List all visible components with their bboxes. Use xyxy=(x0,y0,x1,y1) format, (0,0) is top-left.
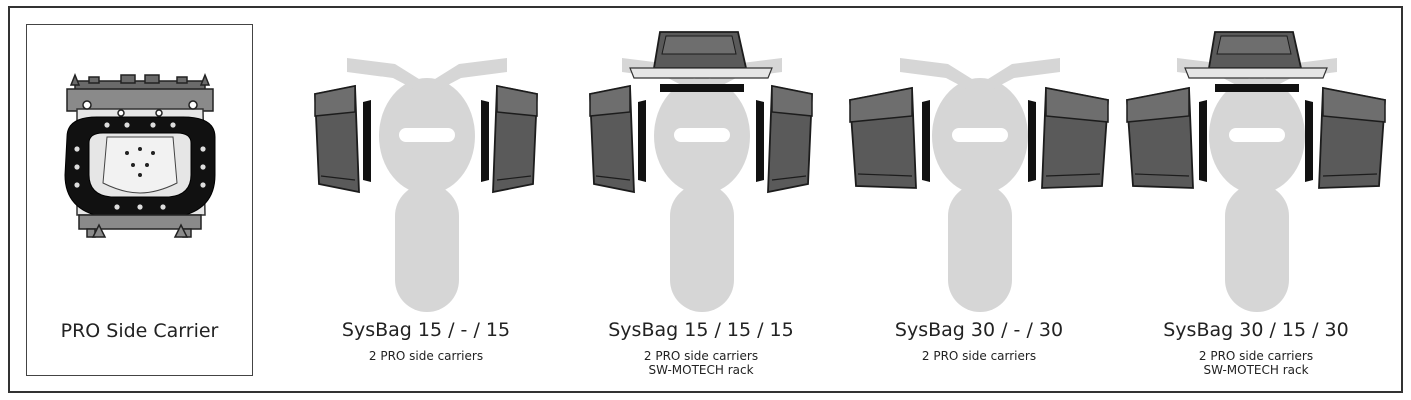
motorcycle-silhouette xyxy=(1177,58,1337,312)
motorcycle-illustration xyxy=(314,58,538,312)
carrier-label: PRO Side Carrier xyxy=(60,320,219,342)
carrier-plate-right xyxy=(756,100,764,182)
carrier-lower-mount xyxy=(78,214,202,238)
config-title: SysBag 15 / - / 15 xyxy=(341,319,511,341)
config-sysbag-15-15-15: SysBag 15 / 15 / 15 2 PRO side carriers … xyxy=(562,24,840,377)
carrier-plate-right xyxy=(1305,100,1313,182)
carrier-plate-left xyxy=(922,100,930,182)
carrier-plate-right xyxy=(481,100,489,182)
carrier-plate-left xyxy=(638,100,646,182)
carrier-frame-ring xyxy=(64,116,216,218)
config-line: SW-MOTECH rack xyxy=(648,363,754,377)
carrier-panel: PRO Side Carrier xyxy=(26,24,253,376)
carrier-plate-left xyxy=(1199,100,1207,182)
config-description: 2 PRO side carriers SW-MOTECH rack xyxy=(1117,349,1395,377)
config-description: 2 PRO side carriers SW-MOTECH rack xyxy=(562,349,840,377)
sysbag-15-top xyxy=(629,31,773,79)
sysbag-15-right xyxy=(492,84,538,194)
motorcycle-illustration xyxy=(849,58,1109,312)
sysbag-30-right xyxy=(1318,86,1386,189)
motorcycle-silhouette xyxy=(900,58,1060,312)
sysbag-30-left xyxy=(849,86,917,189)
config-line: 2 PRO side carriers xyxy=(368,349,484,363)
sysbag-15-top xyxy=(1184,31,1328,79)
sysbag-15-right xyxy=(767,84,813,194)
config-description: 2 PRO side carriers xyxy=(287,349,565,363)
carrier-plate-right xyxy=(1028,100,1036,182)
sysbag-30-left xyxy=(1126,86,1194,189)
carrier-center-slots xyxy=(125,147,155,177)
top-rack xyxy=(1215,84,1299,92)
top-rack xyxy=(660,84,744,92)
motorcycle-illustration xyxy=(589,31,813,312)
carrier-center-plate xyxy=(102,136,178,194)
carrier-screws xyxy=(82,100,198,117)
config-title: SysBag 30 / - / 30 xyxy=(894,319,1064,341)
figure-frame xyxy=(8,6,1403,393)
config-sysbag-15-15: SysBag 15 / - / 15 2 PRO side carriers xyxy=(287,24,565,376)
config-sysbag-30-15-30: SysBag 30 / 15 / 30 2 PRO side carriers … xyxy=(1117,24,1395,377)
carrier-ring-holes xyxy=(74,122,206,210)
sysbag-30-right xyxy=(1041,86,1109,189)
pro-side-carrier-illustration xyxy=(64,72,216,238)
config-line: SW-MOTECH rack xyxy=(1203,363,1309,377)
config-line: 2 PRO side carriers xyxy=(921,349,1037,363)
sysbag-15-left xyxy=(589,84,635,194)
sysbag-15-left xyxy=(314,84,360,194)
config-title: SysBag 30 / 15 / 30 xyxy=(1163,319,1349,341)
config-line: 2 PRO side carriers xyxy=(643,349,759,363)
config-description: 2 PRO side carriers xyxy=(840,349,1118,363)
motorcycle-illustration xyxy=(1126,31,1386,312)
motorcycle-silhouette xyxy=(622,58,782,312)
motorcycle-silhouette xyxy=(347,58,507,312)
config-sysbag-30-30: SysBag 30 / - / 30 2 PRO side carriers xyxy=(840,24,1118,376)
carrier-plate-left xyxy=(363,100,371,182)
config-title: SysBag 15 / 15 / 15 xyxy=(608,319,794,341)
config-line: 2 PRO side carriers xyxy=(1198,349,1314,363)
